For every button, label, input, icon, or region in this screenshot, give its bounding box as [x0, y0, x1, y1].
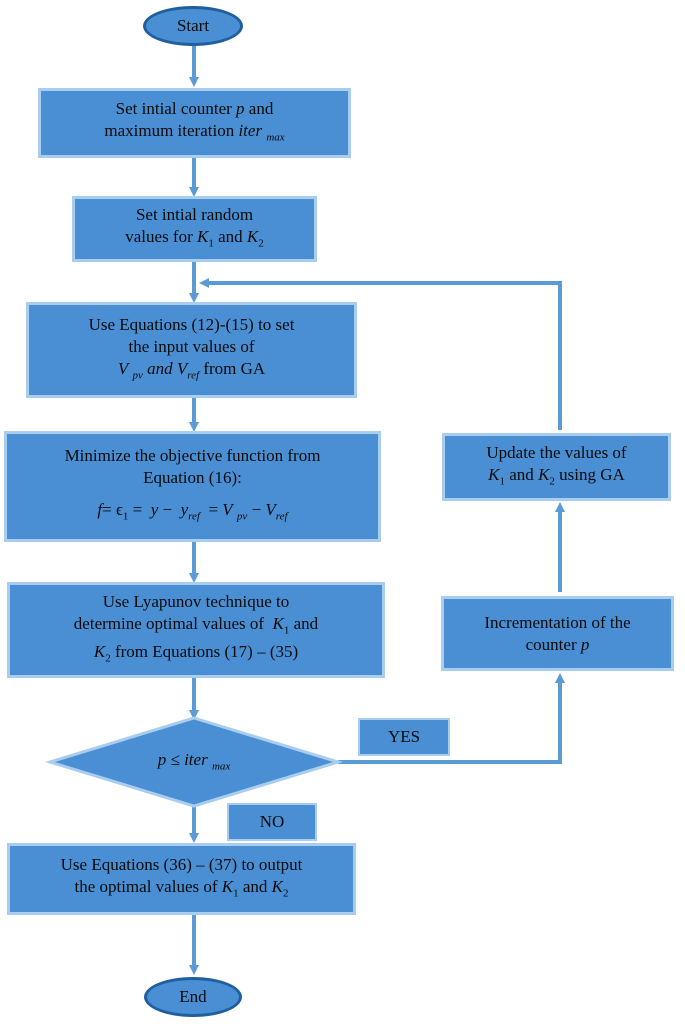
start-label: Start	[176, 16, 210, 35]
increment-line2: counter p	[525, 634, 590, 654]
input-values-line1: Use Equations (12)-(15) to set	[88, 314, 295, 334]
init-counter-line1: Set intial counter p and	[115, 98, 274, 118]
no-label: NO	[227, 803, 317, 841]
output-line2: the optimal values of K1 and K2	[74, 876, 289, 900]
update-box: Update the values of K1 and K2 using GA	[442, 433, 671, 501]
arrow-update-loop-back	[199, 278, 562, 430]
end-terminal: End	[144, 977, 242, 1017]
init-random-line1: Set intial random	[135, 204, 254, 224]
decision-diamond	[44, 716, 344, 808]
arrow-decision-yes-to-increment	[338, 673, 565, 764]
lyapunov-line1: Use Lyapunov technique to	[102, 591, 290, 611]
lyapunov-line2: determine optimal values of K1 and	[73, 613, 319, 636]
minimize-line2: Equation (16):	[143, 468, 242, 488]
increment-box: Incrementation of the counter p	[441, 596, 674, 671]
lyapunov-line3: K2 from Equations (17) – (35)	[93, 642, 299, 665]
minimize-line1: Minimize the objective function from	[64, 446, 321, 466]
lyapunov-box: Use Lyapunov technique to determine opti…	[7, 582, 385, 678]
update-line1: Update the values of	[486, 442, 627, 462]
output-line1: Use Equations (36) – (37) to output	[60, 854, 303, 874]
yes-label: YES	[358, 718, 450, 756]
output-box: Use Equations (36) – (37) to output the …	[7, 843, 356, 915]
update-line2: K1 and K2 using GA	[488, 464, 625, 488]
input-values-box: Use Equations (12)-(15) to set the input…	[26, 302, 357, 398]
increment-line1: Incrementation of the	[484, 612, 631, 632]
yes-label-text: YES	[387, 727, 421, 746]
init-random-box: Set intial random values for K1 and K2	[72, 196, 317, 262]
input-values-line2: the input values of	[128, 336, 255, 356]
init-counter-box: Set intial counter p and maximum iterati…	[38, 88, 351, 158]
init-counter-line2: maximum iteration iter max	[104, 120, 285, 144]
end-label: End	[179, 987, 207, 1006]
init-random-line2: values for K1 and K2	[125, 226, 264, 250]
decision-label: p ≤ iter max	[157, 750, 231, 773]
input-values-line3: V pv and Vref from GA	[117, 358, 266, 382]
start-terminal: Start	[143, 6, 243, 46]
no-label-text: NO	[259, 812, 285, 831]
minimize-equation: f= ϵ1 = y − yref = V pv − Vref	[97, 500, 288, 523]
minimize-box: Minimize the objective function from Equ…	[4, 431, 381, 542]
